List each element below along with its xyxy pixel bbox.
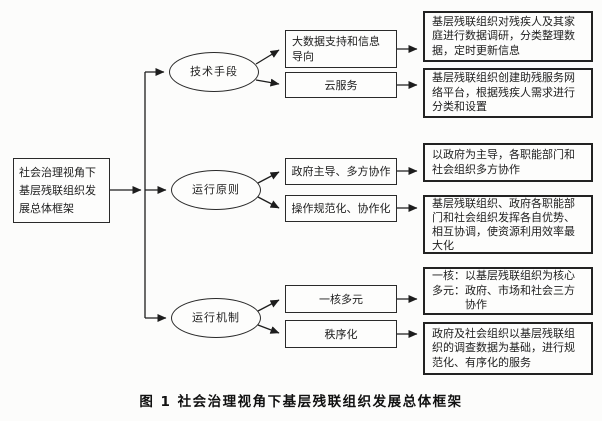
figure-caption: 图 1 社会治理视角下基层残联组织发展总体框架 — [139, 394, 463, 410]
detail-box-service-platform: 基层残联组织创建助残服务网络平台，根据残疾人需求进行分类和设置 — [423, 68, 593, 118]
branch-oval-operating-principles: 运行原则 — [171, 170, 261, 210]
root-node-framework: 社会治理视角下基层残联组织发展总体框架 — [13, 158, 110, 223]
detail-box-standardized-services: 政府及社会组织以基层残联组织的调查数据为基础，进行规范化、有序化的服务 — [423, 322, 593, 375]
detail-box-core-definition: 一核：以基层残联组织为核心 多元：政府、市场和社会三方 协作 — [423, 267, 593, 315]
branch-oval-operating-mechanism: 运行机制 — [171, 298, 261, 338]
mid-box-orderliness: 秩序化 — [285, 320, 397, 348]
mid-box-cloud-services: 云服务 — [285, 72, 397, 98]
detail-box-resource-efficiency: 基层残联组织、政府各职能部门和社会组织发挥各自优势、相互协调，使资源利用效率最大… — [423, 195, 593, 254]
detail-box-multi-party-collaboration: 以政府为主导，各职能部门和社会组织多方协作 — [423, 143, 593, 182]
branch-oval-technical-means: 技术手段 — [169, 52, 259, 92]
mid-box-government-led: 政府主导、多方协作 — [285, 158, 397, 185]
mid-box-standardized-operation: 操作规范化、协作化 — [285, 195, 397, 222]
mid-box-one-core-multiple: 一核多元 — [285, 285, 397, 313]
detail-box-data-research: 基层残联组织对残疾人及其家庭进行数据调研，分类整理数据，定时更新信息 — [423, 11, 593, 62]
mid-box-big-data-support: 大数据支持和信息导向 — [285, 30, 397, 68]
